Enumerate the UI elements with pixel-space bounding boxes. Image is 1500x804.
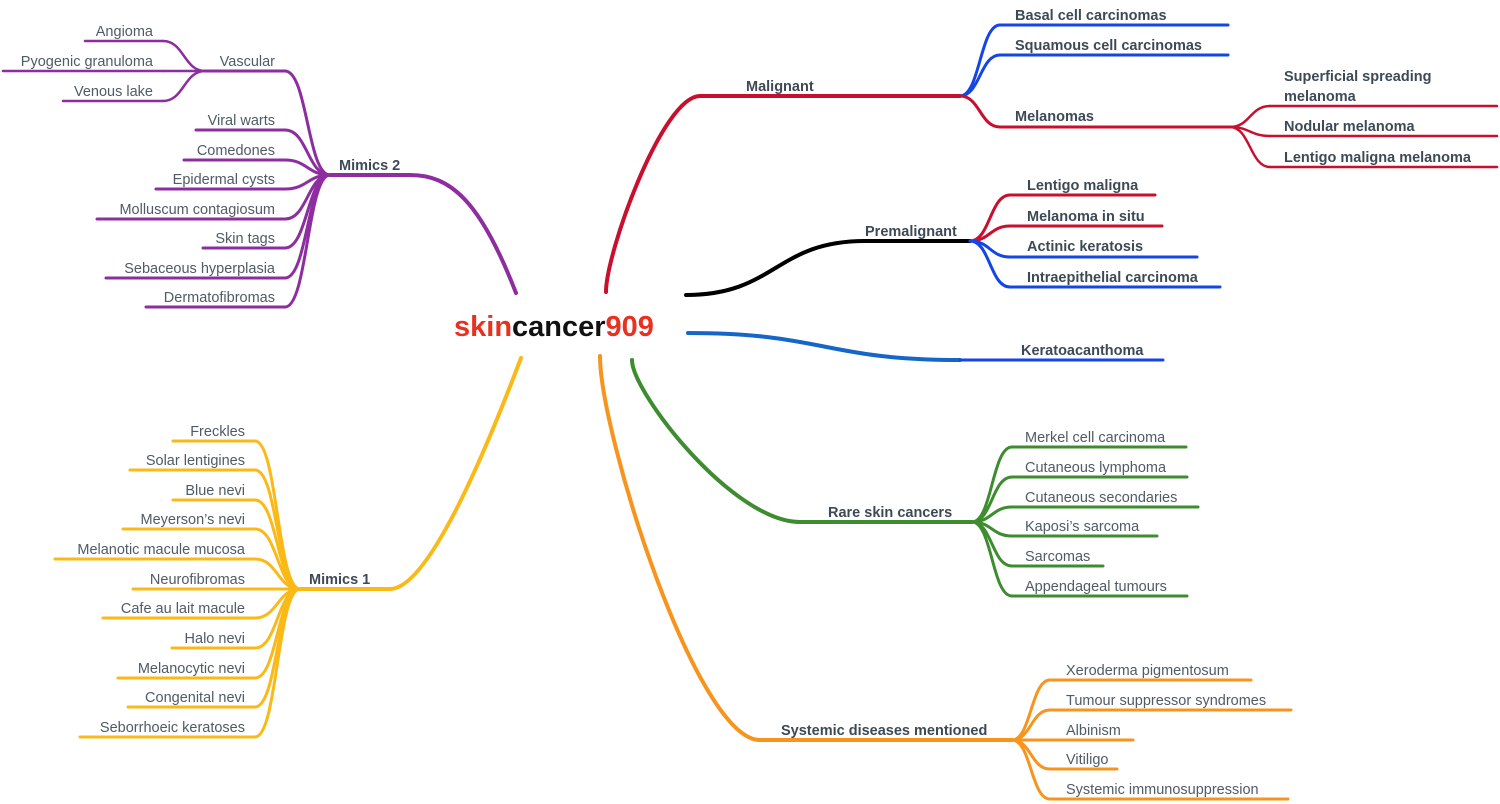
- topic-appendageal-tumours[interactable]: Appendageal tumours: [1025, 579, 1167, 595]
- topic-meyersons-nevi[interactable]: Meyerson’s nevi: [140, 512, 245, 528]
- topic-superficial-spreading-melanoma-line2[interactable]: melanoma: [1284, 89, 1357, 105]
- topic-viral-warts[interactable]: Viral warts: [208, 113, 275, 129]
- topic-lentigo-maligna-melanoma[interactable]: Lentigo maligna melanoma: [1284, 150, 1472, 166]
- topic-blue-nevi[interactable]: Blue nevi: [185, 483, 245, 499]
- connector-mimics2-curve-0: [283, 69, 332, 177]
- topic-tumour-suppressor-syndromes[interactable]: Tumour suppressor syndromes: [1066, 693, 1266, 709]
- topic-squamous-cell-carcinomas[interactable]: Squamous cell carcinomas: [1015, 38, 1202, 54]
- central-topic[interactable]: skincancer909: [454, 311, 654, 343]
- topic-vitiligo[interactable]: Vitiligo: [1066, 752, 1108, 768]
- topic-skin-tags[interactable]: Skin tags: [215, 231, 275, 247]
- connector-mimics1-trunk: [388, 356, 523, 591]
- connector-melanoma-subtypes-curve-0: [1228, 104, 1272, 129]
- topic-superficial-spreading-melanoma-line1[interactable]: Superficial spreading: [1284, 69, 1431, 85]
- topic-keratoacanthoma[interactable]: Keratoacanthoma: [1021, 343, 1144, 359]
- topic-melanoma-in-situ[interactable]: Melanoma in situ: [1027, 209, 1145, 225]
- topic-xeroderma-pigmentosum[interactable]: Xeroderma pigmentosum: [1066, 663, 1229, 679]
- connector-rare-curve-0: [970, 445, 1014, 524]
- topic-basal-cell-carcinomas[interactable]: Basal cell carcinomas: [1015, 8, 1167, 24]
- topic-merkel-cell-carcinoma[interactable]: Merkel cell carcinoma: [1025, 430, 1166, 446]
- connector-malignant-blue-curve-1: [958, 53, 1002, 98]
- topic-molluscum-contagiosum[interactable]: Molluscum contagiosum: [119, 202, 275, 218]
- topic-rare-skin-cancers[interactable]: Rare skin cancers: [828, 505, 952, 521]
- topic-sarcomas[interactable]: Sarcomas: [1025, 549, 1090, 565]
- connector-vascular-curve-2: [161, 69, 207, 103]
- central-topic-title: skincancer909: [454, 311, 654, 343]
- topic-congenital-nevi[interactable]: Congenital nevi: [145, 690, 245, 706]
- connector-systemic-trunk: [598, 354, 762, 742]
- topic-angioma[interactable]: Angioma: [96, 24, 154, 40]
- connector-rare-trunk: [630, 358, 802, 524]
- connector-premalignant-blue-curve-1: [968, 239, 1012, 289]
- connector-keratoacanthoma-trunk: [686, 331, 962, 362]
- topic-melanomas[interactable]: Melanomas: [1015, 109, 1094, 125]
- topic-intraepithelial-carcinoma[interactable]: Intraepithelial carcinoma: [1027, 270, 1199, 286]
- topic-malignant[interactable]: Malignant: [746, 79, 814, 95]
- topic-freckles[interactable]: Freckles: [190, 424, 245, 440]
- connector-mimics1-curve-10: [253, 587, 302, 739]
- topic-lentigo-maligna[interactable]: Lentigo maligna: [1027, 178, 1139, 194]
- topic-melanotic-macule-mucosa[interactable]: Melanotic macule mucosa: [77, 542, 246, 558]
- topic-solar-lentigines[interactable]: Solar lentigines: [146, 453, 245, 469]
- topic-pyogenic-granuloma[interactable]: Pyogenic granuloma: [21, 54, 154, 70]
- connector-premalignant-trunk: [684, 239, 867, 297]
- topic-venous-lake[interactable]: Venous lake: [74, 84, 153, 100]
- topic-cutaneous-secondaries[interactable]: Cutaneous secondaries: [1025, 490, 1177, 506]
- connector-melanomas-curve-0: [958, 94, 1002, 129]
- connector-mimics1-curve-0: [253, 439, 302, 591]
- topic-melanocytic-nevi[interactable]: Melanocytic nevi: [138, 661, 245, 677]
- topic-cafe-au-lait-macule[interactable]: Cafe au lait macule: [121, 601, 245, 617]
- topic-dermatofibromas[interactable]: Dermatofibromas: [164, 290, 275, 306]
- central-title-909: 909: [606, 311, 654, 343]
- topic-epidermal-cysts[interactable]: Epidermal cysts: [173, 172, 275, 188]
- connector-malignant-trunk: [604, 94, 702, 294]
- central-title-skin: skin: [454, 311, 512, 343]
- topic-halo-nevi[interactable]: Halo nevi: [185, 631, 245, 647]
- topic-vascular[interactable]: Vascular: [220, 54, 276, 70]
- connector-melanoma-subtypes-curve-2: [1228, 125, 1272, 169]
- connector-systemic-curve-3: [1010, 738, 1052, 771]
- connector-mimics2-trunk: [408, 173, 518, 295]
- connector-rare-curve-5: [970, 520, 1014, 598]
- topic-kaposis-sarcoma[interactable]: Kaposi’s sarcoma: [1025, 519, 1140, 535]
- topic-seborrhoeic-keratoses[interactable]: Seborrhoeic keratoses: [100, 720, 245, 736]
- connector-mimics1-curve-9: [253, 587, 302, 709]
- mind-map-connectors: [1, 23, 1499, 801]
- connector-systemic-curve-4: [1010, 738, 1052, 801]
- topic-neurofibromas[interactable]: Neurofibromas: [150, 572, 245, 588]
- topic-nodular-melanoma[interactable]: Nodular melanoma: [1284, 119, 1415, 135]
- topic-mimics-2[interactable]: Mimics 2: [339, 158, 400, 174]
- topic-actinic-keratosis[interactable]: Actinic keratosis: [1027, 239, 1143, 255]
- topic-cutaneous-lymphoma[interactable]: Cutaneous lymphoma: [1025, 460, 1167, 476]
- topic-mimics-1[interactable]: Mimics 1: [309, 572, 370, 588]
- topic-systemic-immunosuppression[interactable]: Systemic immunosuppression: [1066, 782, 1259, 798]
- topic-sebaceous-hyperplasia[interactable]: Sebaceous hyperplasia: [124, 261, 276, 277]
- topic-comedones[interactable]: Comedones: [197, 143, 275, 159]
- topic-premalignant[interactable]: Premalignant: [865, 224, 957, 240]
- connector-malignant-blue-curve-0: [958, 23, 1002, 98]
- connector-mimics2-curve-7: [283, 173, 332, 309]
- topic-albinism[interactable]: Albinism: [1066, 723, 1121, 739]
- connector-mimics2-curve-6: [283, 173, 332, 280]
- connector-vascular-curve-0: [161, 39, 207, 73]
- central-title-cancer: cancer: [512, 311, 606, 343]
- mind-map-topics: Malignant Basal cell carcinomas Squamous…: [21, 8, 1472, 798]
- topic-systemic-diseases-mentioned[interactable]: Systemic diseases mentioned: [781, 723, 987, 739]
